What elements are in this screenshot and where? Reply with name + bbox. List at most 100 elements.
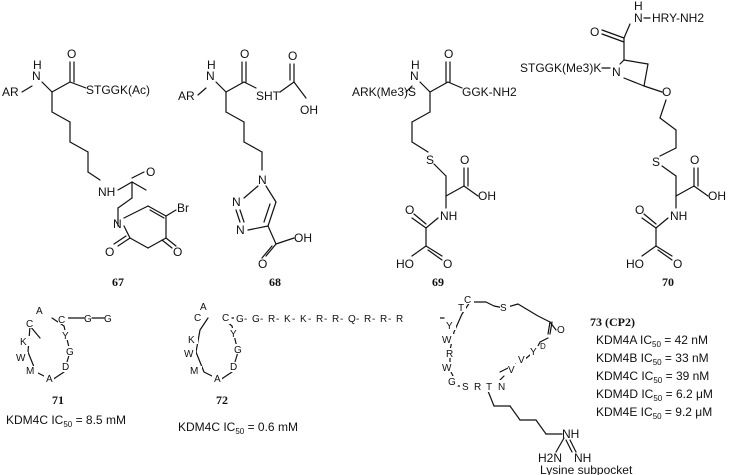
c67-chain-label: STGGK(Ac)	[86, 83, 150, 97]
c69-o-top-label: O	[460, 153, 469, 167]
compound-67: AR N H O STGGK(Ac) NH O N Br O	[2, 47, 189, 289]
p73-res-t: T	[458, 303, 464, 314]
c68-number: 68	[269, 275, 281, 289]
p72-res-q: Q	[348, 314, 356, 325]
p72-res-k1: K	[284, 314, 291, 325]
p72-res-g1: G	[236, 314, 244, 325]
p72-res-a2: A	[214, 374, 221, 385]
cp2-ic50-row-2: KDM4C IC50 = 39 nM	[596, 369, 709, 385]
svg-text:-: -	[308, 314, 311, 325]
p71-res-d: D	[62, 362, 69, 373]
svg-text:-: -	[244, 314, 247, 325]
p71-res-k: K	[20, 337, 27, 348]
c67-n-label: N	[32, 69, 41, 83]
p72-res-w: W	[184, 349, 194, 360]
cp2-row3-value: 6.2 μM	[676, 387, 713, 401]
cp2-row4-value: 9.2 μM	[675, 405, 712, 419]
p72-res-k: K	[188, 335, 195, 346]
svg-text:-: -	[388, 314, 391, 325]
p71-res-y: Y	[62, 331, 69, 342]
p73-res-r1: R	[446, 349, 453, 360]
p73-res-r2: R	[474, 382, 481, 393]
cp2-row4-enzyme: KDM4E	[596, 405, 637, 419]
p73-res-s2: S	[462, 382, 469, 393]
c70-left-label: STGGK(Me3)K	[520, 61, 601, 75]
p72-res-r3: R	[332, 314, 339, 325]
c70-s-label: S	[652, 155, 660, 169]
c70-o-low-label: O	[673, 257, 682, 271]
svg-text:-: -	[292, 314, 295, 325]
cp2-ic50-row-1: KDM4B IC50 = 33 nM	[596, 351, 709, 367]
p72-res-y: Y	[230, 329, 237, 340]
p71-res-w: W	[16, 353, 26, 364]
cp2-row2-enzyme: KDM4C	[596, 369, 638, 383]
p73-res-c: C	[464, 295, 471, 306]
p73-res-v2: V	[508, 365, 515, 376]
c70-number: 70	[662, 275, 674, 289]
compound-70: N H HRY-NH2 O STGGK(Me3)K N O S O OH NH	[520, 0, 726, 289]
cp2-row0-value: 42 nM	[675, 333, 708, 347]
cp2-row3-enzyme: KDM4D	[596, 387, 638, 401]
c67-h-label: H	[33, 58, 42, 72]
p72-res-g3: G	[234, 345, 242, 356]
p72-number: 72	[216, 393, 228, 407]
p73-number: 73 (CP2)	[590, 315, 635, 329]
compound-68: AR N H O SHT O OH N N N O	[178, 47, 318, 289]
c69-o-label: O	[444, 47, 453, 61]
p73-res-g: G	[448, 377, 456, 388]
p71-number: 71	[52, 393, 64, 407]
p73-res-n: N	[498, 382, 505, 393]
c68-acid-o-label: O	[258, 257, 267, 271]
p71-ic50: KDM4C IC50 = 8.5 mM	[6, 413, 126, 429]
c67-o1-label: O	[105, 245, 114, 259]
c68-acid-oh-label: OH	[294, 231, 312, 245]
c69-left-label: ARK(Me3)S	[352, 85, 416, 99]
cyclic-peptide-72: A C C G G R K K R R Q R R R - - - - - - …	[178, 300, 445, 436]
p73-res-o: O	[557, 325, 565, 336]
c69-n-label: N	[410, 69, 419, 83]
p73-annotation: Lysine subpocket	[540, 463, 633, 475]
p72-res-c1: C	[194, 313, 201, 324]
p73-res-v: V	[518, 355, 525, 366]
c67-amide-o-label: O	[146, 165, 155, 179]
c70-ho-label: HO	[626, 257, 644, 271]
c68-tn1-label: N	[258, 173, 267, 187]
c67-number: 67	[112, 275, 124, 289]
p72-res-g2: G	[252, 314, 260, 325]
p72-res-m: M	[190, 366, 198, 377]
c70-o-bot-label: O	[635, 203, 644, 217]
c70-o-top-label: O	[690, 153, 699, 167]
p71-res-a2: A	[46, 374, 53, 385]
cyclic-peptide-73: C T S O Y D V Y W R W G S R T N V NH NH …	[442, 294, 635, 475]
c68-o-label: O	[240, 47, 249, 61]
svg-text:-: -	[340, 314, 343, 325]
p71-res-a: A	[36, 306, 43, 317]
c68-tn3-label: N	[236, 223, 245, 237]
cp2-ic50-row-4: KDM4E IC50 = 9.2 μM	[596, 405, 712, 421]
cp2-ic50-list: KDM4A IC50 = 42 nM KDM4B IC50 = 33 nM KD…	[596, 333, 713, 421]
c67-br-label: Br	[177, 201, 189, 215]
p72-res-r2: R	[316, 314, 323, 325]
c68-acid-top-o-label: O	[288, 49, 297, 63]
svg-text:-: -	[356, 314, 359, 325]
c68-chain-label: SHT	[256, 89, 281, 103]
p72-res-r1: R	[268, 314, 275, 325]
c70-top-n-label: N	[634, 11, 643, 25]
c69-ho-label: HO	[396, 257, 414, 271]
c70-nh-label: NH	[670, 209, 687, 223]
c67-o-label: O	[67, 47, 76, 61]
p71-res-c1: C	[26, 319, 33, 330]
p71-res-c2: C	[58, 315, 65, 326]
c68-tn2-label: N	[232, 195, 241, 209]
p73-nh2-label: NH	[574, 451, 591, 465]
p73-nh-label: NH	[562, 427, 579, 441]
c70-ring-n-label: N	[612, 65, 621, 79]
p71-res-g2: G	[104, 314, 112, 325]
c68-h-label: H	[207, 58, 216, 72]
c69-oh-top-label: OH	[478, 189, 496, 203]
p72-ic50: KDM4C IC50 = 0.6 mM	[178, 420, 298, 436]
c69-o-bot-label: O	[405, 203, 414, 217]
svg-text:-: -	[260, 314, 263, 325]
p73-res-s: S	[500, 303, 507, 314]
